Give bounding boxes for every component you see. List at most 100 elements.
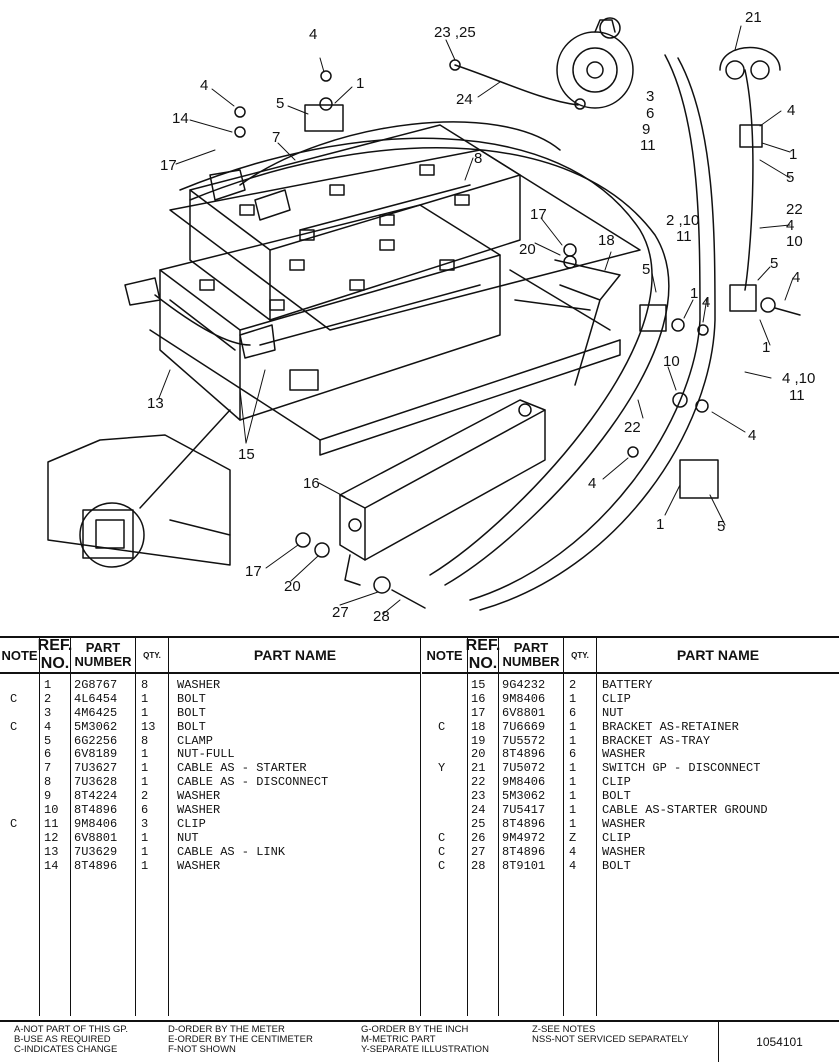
part-number: 9G4232 — [502, 678, 546, 692]
callout-4-lower: 4 — [748, 427, 756, 444]
part-note: C — [438, 844, 446, 859]
retainer-bracket-illustration — [339, 399, 546, 586]
callout-16: 17 — [160, 157, 177, 174]
part-number: 7U5572 — [502, 733, 546, 748]
part-number: 8T4896 — [502, 816, 546, 831]
part-qty: 1 — [569, 803, 577, 818]
part-number: 6V8801 — [502, 705, 546, 720]
part-qty: 1 — [141, 705, 149, 720]
callout-26: 22 — [624, 419, 641, 436]
callout-stack-3: 3 — [646, 88, 654, 105]
disconnect-switch-illustration — [556, 17, 634, 109]
part-name: BOLT — [602, 858, 631, 873]
link-boot — [239, 324, 276, 359]
part-ref-no: 3 — [44, 705, 52, 720]
part-qty: 1 — [141, 844, 149, 859]
callout-20-top: 20 — [519, 241, 536, 258]
part-name: NUT — [177, 830, 199, 845]
header-part-number-right: PART NUMBER — [499, 638, 563, 674]
part-name: NUT — [602, 705, 624, 720]
parts-table-right: NOTE REF. NO. PART NUMBER QTY. PART NAME… — [422, 637, 839, 1016]
callout-20-bottom: 20 — [284, 578, 301, 595]
part-number: 8T4896 — [74, 858, 118, 873]
callout-27: 27 — [332, 604, 349, 621]
callout-4-right: 4 — [792, 269, 800, 286]
callout-5-bottom: 5 — [717, 518, 725, 535]
legend-col-2: D-ORDER BY THE METER E-ORDER BY THE CENT… — [168, 1025, 313, 1055]
callout-28: 28 — [373, 608, 390, 625]
callout-18: 16 — [303, 475, 320, 492]
part-qty: 2 — [569, 678, 577, 692]
part-name: NUT-FULL — [177, 747, 235, 762]
header-part-name: PART NAME — [169, 638, 421, 674]
part-number: 7U5417 — [502, 803, 546, 818]
legend-c: C-INDICATES CHANGE — [14, 1044, 118, 1055]
callout-5-top: 5 — [276, 95, 284, 112]
part-number: 6V8801 — [74, 830, 118, 845]
part-ref-no: 24 — [471, 803, 486, 818]
callout-5-right: 5 — [770, 255, 778, 272]
callout-2-10: 2 ,10 — [666, 212, 699, 229]
legend-nss: NSS-NOT SERVICED SEPARATELY — [532, 1034, 689, 1045]
part-qty: 6 — [569, 747, 577, 762]
part-number: 8T4896 — [74, 803, 118, 818]
battery-tray-illustration — [149, 149, 641, 456]
callout-24: 24 — [456, 91, 473, 108]
part-qty: 8 — [141, 678, 149, 692]
part-number: 8T9101 — [502, 858, 546, 873]
part-ref-no: 14 — [44, 858, 59, 873]
part-note: C — [438, 858, 446, 873]
part-name: BOLT — [177, 691, 206, 706]
part-ref-no: 19 — [471, 733, 486, 748]
part-ref-no: 17 — [471, 705, 486, 720]
callout-5-mid: 5 — [642, 261, 650, 278]
header-qty: QTY. — [136, 638, 168, 674]
part-number: 4L6454 — [74, 691, 118, 706]
legend-b: B-USE AS REQUIRED — [14, 1034, 111, 1045]
part-qty: 4 — [569, 858, 577, 873]
callout-13: 13 — [147, 395, 164, 412]
part-qty: 1 — [141, 761, 149, 776]
callout-stack-9: 9 — [642, 121, 650, 138]
part-number: 9M4972 — [502, 830, 546, 845]
tray-bracket-illustration — [554, 259, 621, 386]
part-qty: 8 — [141, 733, 149, 748]
part-qty: 1 — [569, 761, 577, 776]
part-qty: 1 — [141, 747, 149, 762]
part-name: WASHER — [602, 747, 646, 762]
parts-list-table: NOTE REF. NO. PART NUMBER QTY. PART NAME… — [0, 636, 839, 1016]
legend-footer: A-NOT PART OF THIS GP. B-USE AS REQUIRED… — [0, 1020, 839, 1062]
part-note: C — [10, 719, 18, 734]
legend-d: D-ORDER BY THE METER — [168, 1024, 285, 1035]
part-ref-no: 2 — [44, 691, 52, 706]
part-qty: Z — [569, 830, 577, 845]
part-ref-no: 28 — [471, 858, 486, 873]
legend-col-3: G-ORDER BY THE INCH M-METRIC PART Y-SEPA… — [361, 1025, 489, 1055]
part-qty: 1 — [569, 816, 577, 831]
part-number: 9M8406 — [502, 775, 546, 790]
callout-4-left: 4 — [200, 77, 208, 94]
part-qty: 1 — [141, 858, 149, 873]
terminal-boot-front — [124, 277, 161, 306]
part-qty: 1 — [569, 691, 577, 706]
callout-4-switch: 4 — [787, 102, 795, 119]
part-name: WASHER — [602, 844, 646, 859]
callout-4-top: 4 — [309, 26, 317, 43]
part-ref-no: 21 — [471, 761, 486, 776]
part-qty: 1 — [141, 775, 149, 790]
